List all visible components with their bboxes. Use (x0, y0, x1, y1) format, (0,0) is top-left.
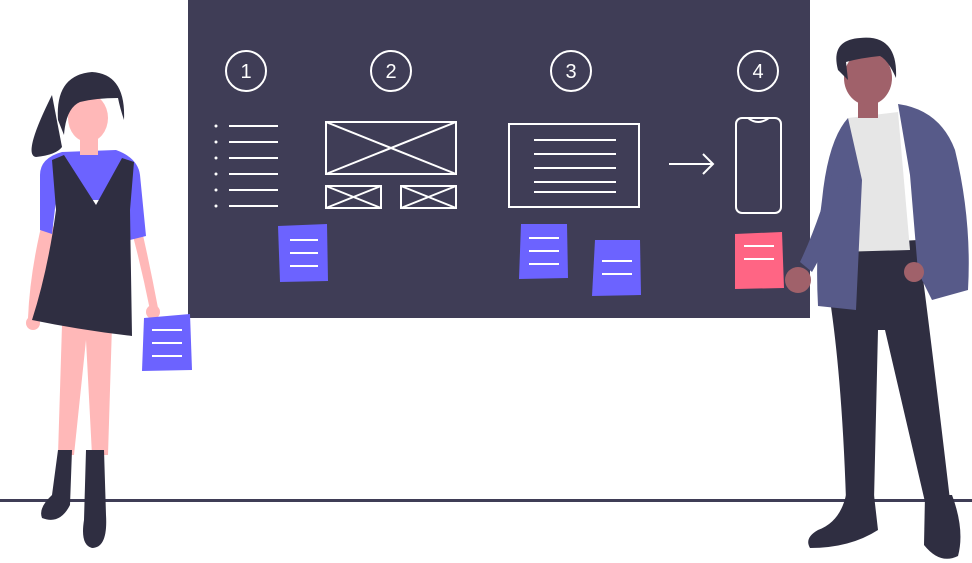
ground-line (0, 499, 972, 502)
man-pants (830, 240, 950, 502)
woman-boot-left (41, 450, 72, 520)
step-1-badge: 1 (225, 50, 267, 92)
text-block-icon (508, 123, 640, 208)
image-placeholder-icon (325, 121, 457, 209)
step-3-badge: 3 (550, 50, 592, 92)
sticky-note-purple-2 (519, 224, 568, 279)
step-2-number: 2 (385, 61, 396, 83)
woman-face (68, 94, 108, 142)
man-jacket-left (817, 118, 862, 310)
step-1-number: 1 (240, 61, 251, 83)
woman-boot-right (83, 450, 107, 548)
man-arm-left (800, 160, 850, 272)
process-board: 1 2 3 4 (188, 0, 810, 318)
woman-hand-right (146, 305, 160, 319)
sticky-note-handheld (142, 314, 192, 371)
woman-hair-back (31, 95, 62, 157)
woman-arm-left (28, 215, 56, 320)
step-4-number: 4 (752, 61, 763, 83)
man-figure (785, 37, 969, 559)
man-hair (836, 37, 897, 80)
arrow-right-icon (669, 153, 715, 175)
man-jacket-right (898, 104, 969, 300)
man-shoe-right (924, 495, 961, 559)
list-icon (214, 124, 278, 208)
man-hand-right (904, 262, 924, 282)
man-shoe-left (808, 495, 878, 548)
sticky-note-purple-1 (278, 224, 328, 282)
step-2-badge: 2 (370, 50, 412, 92)
mobile-phone-icon (735, 117, 782, 214)
woman-figure (26, 72, 160, 548)
man-face (844, 51, 892, 105)
woman-dress (32, 155, 134, 336)
step-4-badge: 4 (737, 50, 779, 92)
woman-hair (57, 72, 125, 135)
man-hand-left (785, 267, 811, 293)
sticky-note-purple-3 (592, 240, 641, 296)
woman-legs (58, 325, 112, 455)
step-3-number: 3 (565, 61, 576, 83)
sticky-note-pink (735, 232, 784, 289)
